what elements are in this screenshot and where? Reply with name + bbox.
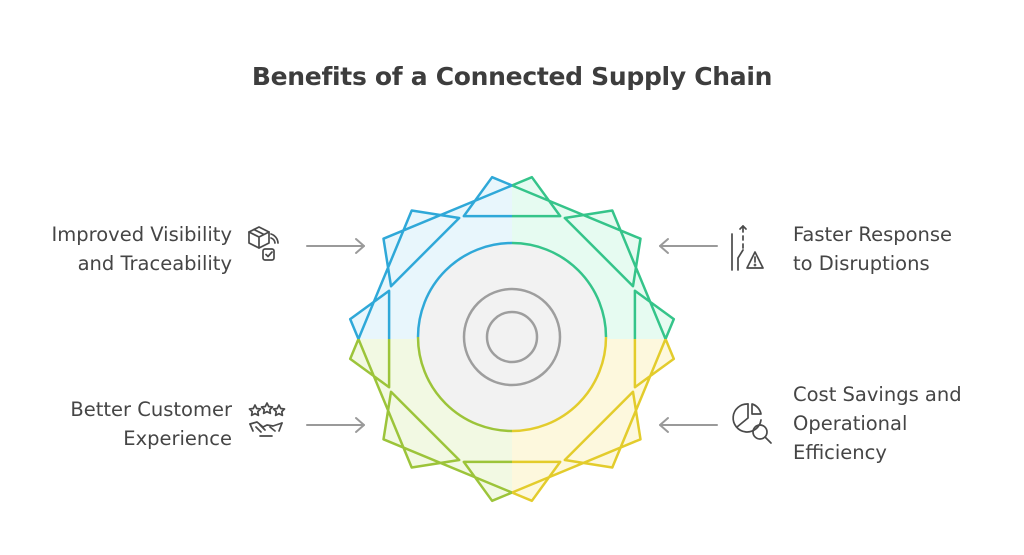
stars-handshake-icon (248, 402, 286, 437)
arrow-customer (306, 417, 365, 433)
route-warning-icon (731, 225, 764, 271)
hub-ring-segment-tr (511, 241, 608, 338)
arrow-visibility (306, 238, 365, 254)
arrow-response (659, 238, 718, 254)
arrow-cost (659, 417, 718, 433)
pie-chart-search-icon (732, 403, 772, 444)
hub-ring-segment-br (511, 336, 608, 433)
package-wifi-check-icon (248, 226, 279, 261)
hub-outer-ring (462, 287, 562, 387)
hub-inner-ring (485, 310, 539, 364)
diagram-title: Benefits of a Connected Supply Chain (251, 62, 773, 91)
gear-hub (418, 243, 606, 431)
hub-ring-segment-bl (416, 336, 513, 433)
hub-ring-segment-tl (416, 241, 513, 338)
